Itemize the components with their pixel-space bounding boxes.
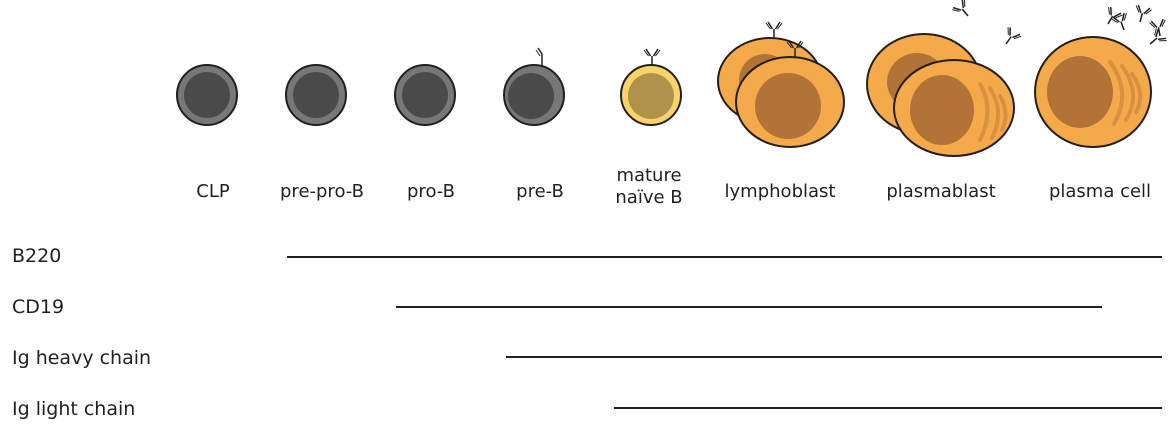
antibody-icon bbox=[1145, 28, 1168, 51]
cell-mature-naive-b bbox=[621, 49, 681, 125]
antibody-icon bbox=[999, 26, 1021, 48]
stage-label-line-1: mature bbox=[615, 165, 682, 187]
cell-plasmablast bbox=[867, 0, 1022, 156]
stage-label-pre-pro-b: pre-pro-B bbox=[280, 181, 364, 203]
antibody-icon bbox=[1132, 4, 1152, 24]
marker-label-b220: B220 bbox=[12, 245, 61, 267]
stage-label-clp: CLP bbox=[196, 181, 229, 203]
stage-label-lymphoblast: lymphoblast bbox=[725, 181, 836, 203]
marker-label-cd19: CD19 bbox=[12, 296, 64, 318]
antibody-icon bbox=[1101, 6, 1123, 28]
marker-label-ig-heavy: Ig heavy chain bbox=[12, 347, 151, 369]
cell-plasma-cell bbox=[1035, 4, 1168, 147]
pre-bcr-icon bbox=[536, 48, 542, 66]
cell-clp bbox=[177, 65, 237, 125]
antibody-icon bbox=[952, 0, 975, 21]
antibody-icon bbox=[644, 49, 660, 65]
stage-label-pre-b: pre-B bbox=[516, 181, 564, 203]
stage-label-plasma-cell: plasma cell bbox=[1049, 181, 1151, 203]
stage-label-plasmablast: plasmablast bbox=[886, 181, 995, 203]
antibody-icon bbox=[766, 22, 782, 38]
marker-label-ig-light: Ig light chain bbox=[12, 398, 135, 420]
cell-pre-b bbox=[504, 48, 564, 125]
cell-lymphoblast bbox=[718, 22, 844, 147]
stage-label-mature-naive-b: mature naïve B bbox=[615, 165, 682, 209]
stage-label-line-2: naïve B bbox=[615, 187, 682, 209]
cell-pro-b bbox=[395, 65, 455, 125]
antibody-icon bbox=[1149, 19, 1168, 38]
cell-pre-pro-b bbox=[286, 65, 346, 125]
stage-label-pro-b: pro-B bbox=[407, 181, 455, 203]
